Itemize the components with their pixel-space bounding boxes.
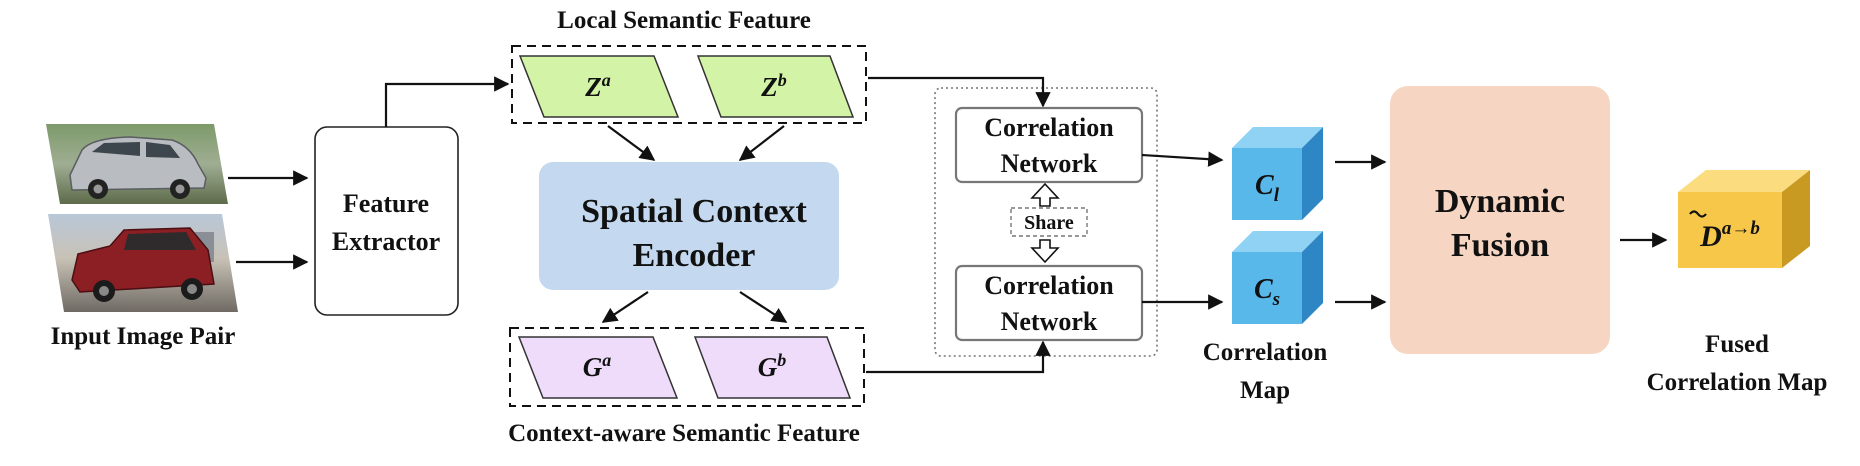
- arrow-encoder-to-ga: [601, 291, 649, 323]
- feature-extractor-label-2: Extractor: [332, 227, 440, 256]
- cs-label: Cs: [1254, 274, 1280, 310]
- encoder-label-2: Encoder: [633, 237, 756, 274]
- cl-label: Cl: [1255, 170, 1280, 206]
- za-label: Za: [584, 70, 611, 102]
- arrow-encoder-to-gb: [739, 291, 788, 323]
- correlation-top-label-2: Network: [1001, 149, 1098, 178]
- correlation-bottom-label-1: Correlation: [984, 271, 1114, 300]
- context-feature-gb: [693, 336, 852, 399]
- input-image-pair-label: Input Image Pair: [51, 323, 236, 350]
- fused-map-label-2: Correlation Map: [1647, 369, 1828, 396]
- input-image-top: [46, 124, 228, 204]
- local-feature-zb: [696, 55, 855, 118]
- correlation-cube-cs: [1232, 231, 1323, 324]
- correlation-network-group: [934, 87, 1158, 357]
- correlation-map-label-1: Correlation: [1203, 339, 1328, 366]
- arrow-za-to-encoder: [607, 125, 656, 161]
- share-label: Share: [1024, 212, 1074, 234]
- input-image-bottom: [48, 214, 238, 312]
- encoder-label-1: Spatial Context: [581, 193, 807, 230]
- correlation-cube-cl: [1232, 127, 1323, 220]
- fused-label: Da→b: [1699, 218, 1760, 253]
- fusion-label-1: Dynamic: [1435, 183, 1565, 220]
- zb-label: Zb: [760, 70, 787, 102]
- share-badge: [1010, 207, 1088, 237]
- share-double-arrow: [1030, 182, 1060, 264]
- arrow-zb-to-encoder: [738, 125, 785, 161]
- arrow-correlation-top-to-cl: [1141, 151, 1224, 167]
- correlation-bottom-label-2: Network: [1001, 307, 1098, 336]
- correlation-network-top: [954, 106, 1144, 184]
- fusion-label-2: Fusion: [1451, 227, 1549, 264]
- arrow-context-to-correlation-bottom: [866, 340, 1051, 374]
- local-feature-za: [518, 55, 680, 118]
- tilde-mark: [1689, 210, 1707, 218]
- context-feature-title: Context-aware Semantic Feature: [508, 420, 860, 447]
- fused-map-label-1: Fused: [1705, 331, 1769, 358]
- local-feature-group: [511, 45, 867, 124]
- arrow-extractor-to-local: [384, 76, 510, 127]
- feature-extractor-label-1: Feature: [343, 189, 429, 218]
- correlation-top-label-1: Correlation: [984, 113, 1114, 142]
- fused-correlation-cube: [1678, 170, 1810, 268]
- ga-label: Ga: [583, 350, 612, 382]
- feature-extractor-box: [314, 126, 459, 316]
- local-feature-title: Local Semantic Feature: [557, 7, 811, 34]
- context-feature-ga: [517, 336, 679, 399]
- context-feature-group: [509, 327, 865, 407]
- dynamic-fusion-box: [1390, 86, 1610, 354]
- gb-label: Gb: [758, 350, 787, 382]
- correlation-map-label-2: Map: [1240, 377, 1290, 404]
- arrow-local-to-correlation-top: [868, 76, 1051, 108]
- spatial-context-encoder-box: [539, 162, 839, 290]
